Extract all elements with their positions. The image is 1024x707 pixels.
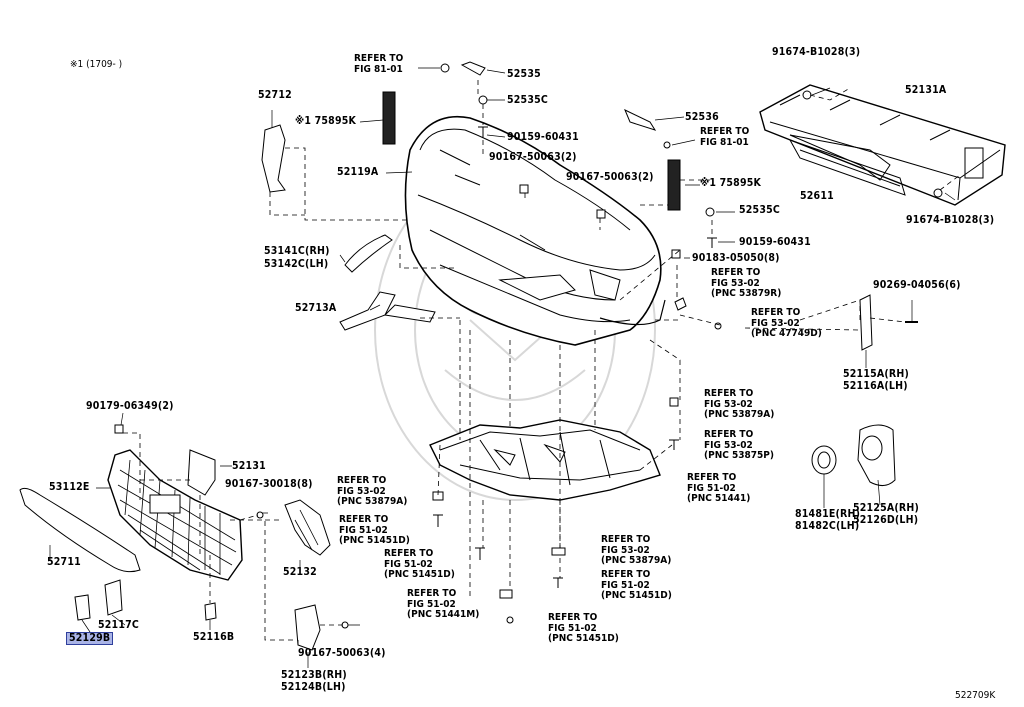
bracket-52115a — [859, 294, 873, 351]
label-90167-2a: 90167-50063(2) — [489, 151, 577, 163]
label-90159-top: 90159-60431 — [507, 131, 579, 143]
under-cover — [429, 419, 661, 501]
label-52536: 52536 — [685, 111, 719, 123]
bumper-cover-52119a — [404, 116, 662, 346]
label-52713a: 52713A — [295, 302, 337, 314]
label-52535c-mid: 52535C — [739, 204, 780, 216]
molding-52713a — [339, 291, 436, 331]
label-90179: 90179-06349(2) — [86, 400, 174, 412]
note-period: ※1 (1709- ) — [70, 59, 123, 70]
bracket-52712 — [261, 124, 286, 193]
molding-52711 — [19, 487, 141, 573]
label-52116a: 52116A(LH) — [843, 380, 908, 392]
clip-52116b — [204, 602, 217, 621]
label-52119a: 52119A — [337, 166, 379, 178]
label-52126d: 52126D(LH) — [853, 514, 919, 526]
reinforcement-beam-52131a — [759, 84, 1006, 206]
fog-cover-52125a — [857, 424, 896, 486]
label-52123b: 52123B(RH) — [281, 669, 347, 681]
label-90167-4: 90167-50063(4) — [298, 647, 386, 659]
label-52124b: 52124B(LH) — [281, 681, 346, 693]
label-52129b-highlighted[interactable]: 52129B — [66, 632, 114, 645]
emblem-75895k-left — [382, 91, 396, 145]
part-52129b — [74, 594, 91, 621]
bracket-52131 — [187, 449, 216, 496]
label-91674-bot: 91674-B1028(3) — [906, 214, 995, 226]
label-52117c: 52117C — [98, 619, 139, 631]
label-90159-mid: 90159-60431 — [739, 236, 811, 248]
grille-53112e — [107, 449, 243, 581]
emblem-75895k-right — [667, 159, 681, 211]
trim-53141c — [344, 234, 393, 273]
part-52117c — [104, 579, 123, 616]
label-75895k-left: ※1 75895K — [295, 115, 357, 127]
label-52115a: 52115A(RH) — [843, 368, 909, 380]
label-52132: 52132 — [283, 566, 317, 578]
label-90269: 90269-04056(6) — [873, 279, 961, 291]
label-90167-2b: 90167-50063(2) — [566, 171, 654, 183]
diagram-id: 522709K — [955, 690, 996, 701]
label-52125a: 52125A(RH) — [853, 502, 919, 514]
bracket-52123b — [294, 604, 321, 651]
label-90167-8: 90167-30018(8) — [225, 478, 313, 490]
absorber-52611 — [788, 139, 906, 196]
fog-lamp-81481e — [811, 445, 837, 475]
label-52535c-top: 52535C — [507, 94, 548, 106]
label-52712: 52712 — [258, 89, 292, 101]
label-90183: 90183-05050(8) — [692, 252, 780, 264]
label-75895k-right: ※1 75895K — [700, 177, 762, 189]
label-52116b: 52116B — [193, 631, 235, 643]
label-53141c: 53141C(RH) — [264, 245, 330, 257]
label-52711: 52711 — [47, 556, 81, 568]
bracket-52132 — [284, 499, 331, 556]
label-52131a: 52131A — [905, 84, 947, 96]
label-53142c: 53142C(LH) — [264, 258, 329, 270]
label-81482c: 81482C(LH) — [795, 520, 860, 532]
label-52535: 52535 — [507, 68, 541, 80]
label-81481e: 81481E(RH) — [795, 508, 861, 520]
label-52611: 52611 — [800, 190, 834, 202]
label-91674-top: 91674-B1028(3) — [772, 46, 861, 58]
label-52131: 52131 — [232, 460, 266, 472]
label-53112e: 53112E — [49, 481, 90, 493]
